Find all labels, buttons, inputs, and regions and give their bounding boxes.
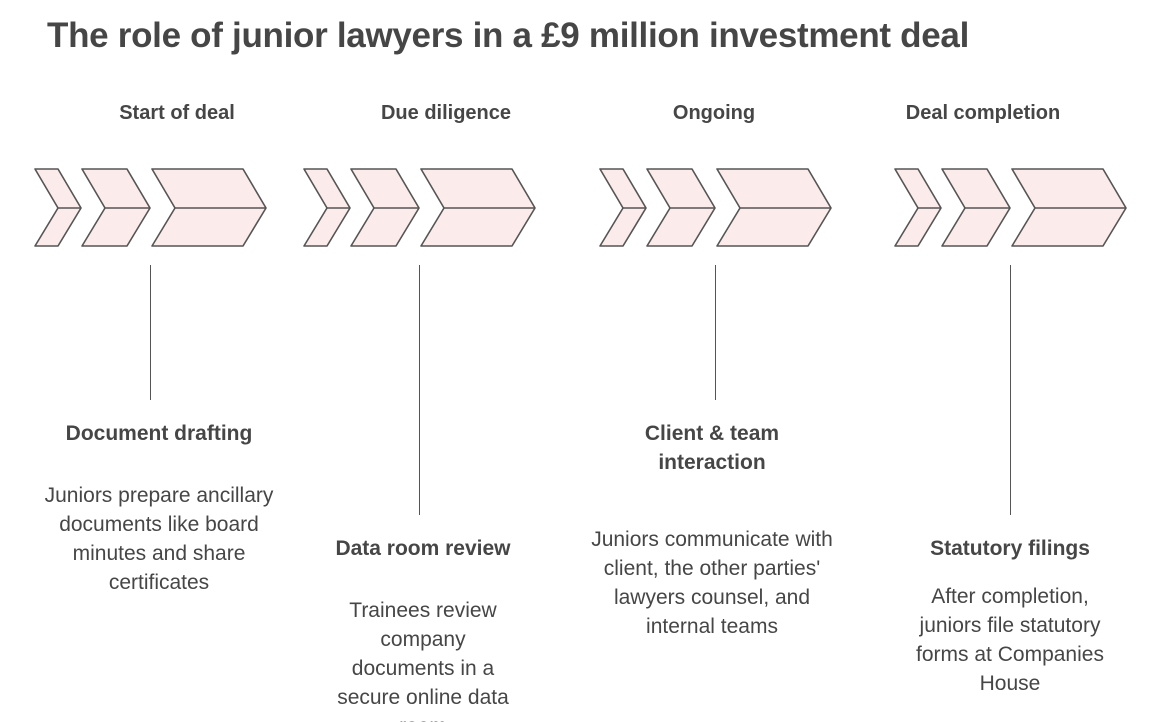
detail-text-client-team-interaction: Juniors communicate with client, the oth…: [591, 528, 833, 638]
detail-text-document-drafting: Juniors prepare ancillary documents like…: [44, 484, 274, 594]
connector-line-start: [150, 265, 151, 400]
stage-label-due-diligence: Due diligence: [380, 102, 512, 124]
detail-title-client-team-interaction: Client & team interaction: [644, 422, 780, 474]
detail-text-data-room-review: Trainees review company documents in a s…: [337, 599, 509, 722]
chevron-group-completion: [894, 168, 1127, 247]
chevron-group-due-diligence: [303, 168, 536, 247]
detail-title-statutory-filings: Statutory filings: [930, 537, 1090, 560]
stage-label-ongoing: Ongoing: [672, 102, 756, 124]
connector-line-completion: [1010, 265, 1011, 515]
chevron-group-ongoing: [599, 168, 832, 247]
detail-text-statutory-filings: After completion, juniors file statutory…: [916, 585, 1104, 695]
detail-title-data-room-review: Data room review: [335, 537, 511, 560]
connector-line-ongoing: [715, 265, 716, 400]
diagram-title: The role of junior lawyers in a £9 milli…: [47, 16, 970, 55]
connector-line-due-diligence: [419, 265, 420, 515]
detail-title-document-drafting: Document drafting: [65, 422, 253, 445]
chevron-group-start: [34, 168, 267, 247]
stage-label-start: Start of deal: [119, 102, 235, 124]
stage-label-completion: Deal completion: [905, 102, 1061, 124]
